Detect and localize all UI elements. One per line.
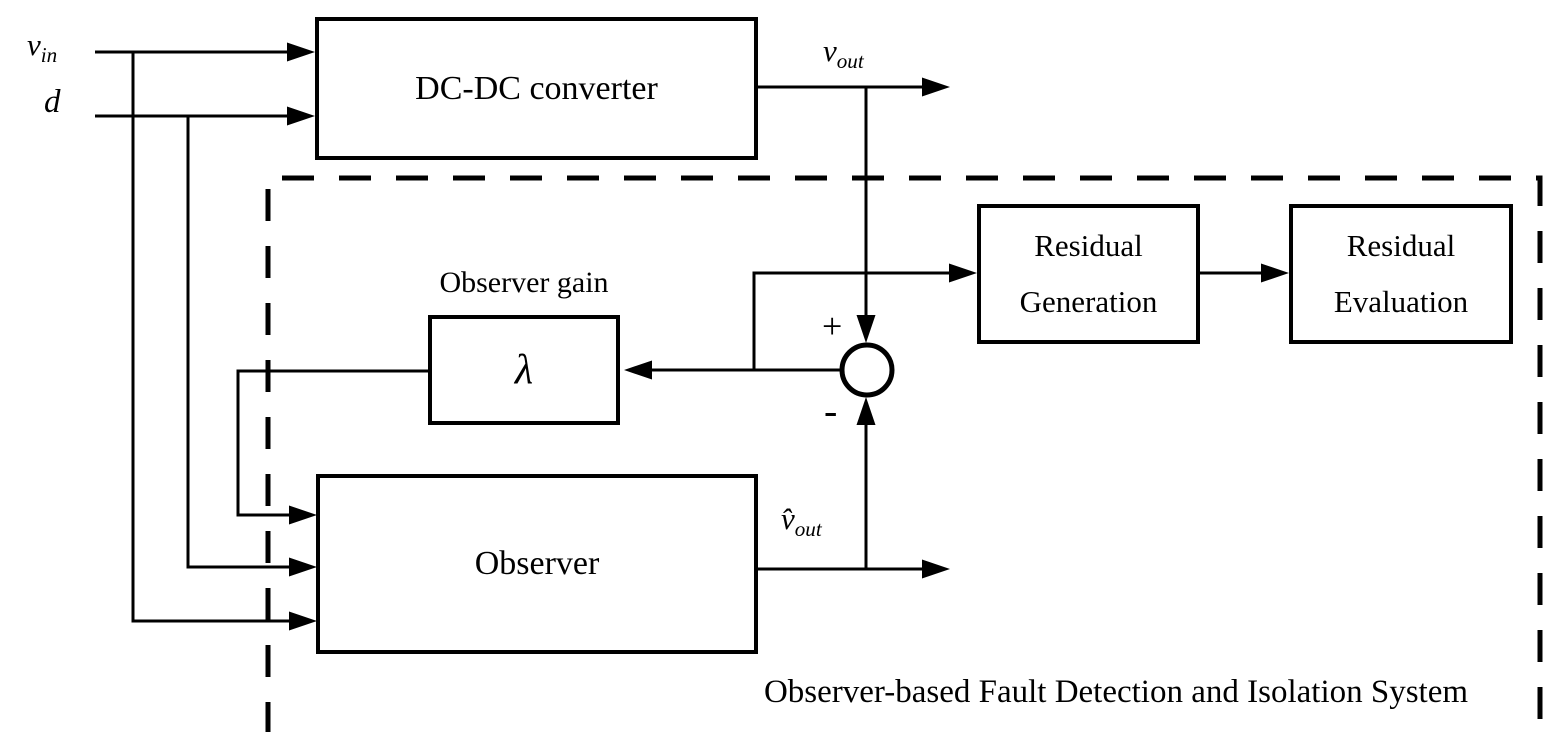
vout-label: vout	[823, 33, 864, 72]
minus-sign-label: -	[824, 388, 838, 433]
summing-junction-circle	[839, 342, 895, 398]
vhat-out-label: v̂out	[781, 501, 822, 540]
residual-generation-block: Residual Generation	[977, 204, 1200, 344]
residual-generation-arrowhead	[949, 263, 977, 283]
residual-evaluation-arrowhead	[1261, 263, 1289, 283]
d-base: d	[44, 84, 61, 120]
residual-generation-label: Residual Generation	[1019, 228, 1158, 319]
d-branch-line	[186, 116, 293, 569]
residual-feed-line	[752, 271, 953, 371]
d-label: d	[44, 84, 61, 121]
feedback-line	[236, 369, 428, 517]
minus-arrowhead	[856, 397, 876, 425]
vhat-base: v̂	[781, 501, 795, 536]
lambda-arrowhead	[624, 360, 652, 380]
observer-output-arrowhead	[922, 559, 950, 579]
plus-arrowhead	[856, 315, 876, 343]
vin-label: vin	[27, 27, 57, 66]
feedback-arrowhead	[289, 505, 317, 525]
vin-subscript: in	[40, 43, 58, 68]
residual-evaluation-block: Residual Evaluation	[1289, 204, 1513, 344]
observer-gain-title: Observer gain	[439, 266, 609, 299]
lambda-symbol: λ	[514, 347, 534, 393]
vout-arrowhead	[922, 77, 950, 97]
residual-evaluation-label: Residual Evaluation	[1333, 228, 1469, 319]
vin-observer-arrowhead	[289, 611, 317, 631]
vout-base: v	[823, 33, 837, 68]
system-caption: Observer-based Fault Detection and Isola…	[763, 674, 1469, 710]
vhat-subscript: out	[794, 517, 822, 542]
observer-label: Observer	[474, 545, 600, 582]
d-observer-arrowhead	[289, 557, 317, 577]
vin-branch-line	[131, 52, 293, 623]
dcdc-converter-label: DC-DC converter	[415, 69, 658, 107]
vin-arrowhead	[287, 42, 315, 62]
plus-sign-label: +	[822, 306, 843, 346]
dcdc-converter-block: DC-DC converter	[315, 17, 758, 160]
vin-base: v	[27, 27, 41, 62]
observer-block: Observer	[316, 474, 758, 654]
d-arrowhead	[287, 106, 315, 126]
vout-subscript: out	[836, 49, 864, 74]
observer-gain-block: λ	[428, 315, 620, 425]
